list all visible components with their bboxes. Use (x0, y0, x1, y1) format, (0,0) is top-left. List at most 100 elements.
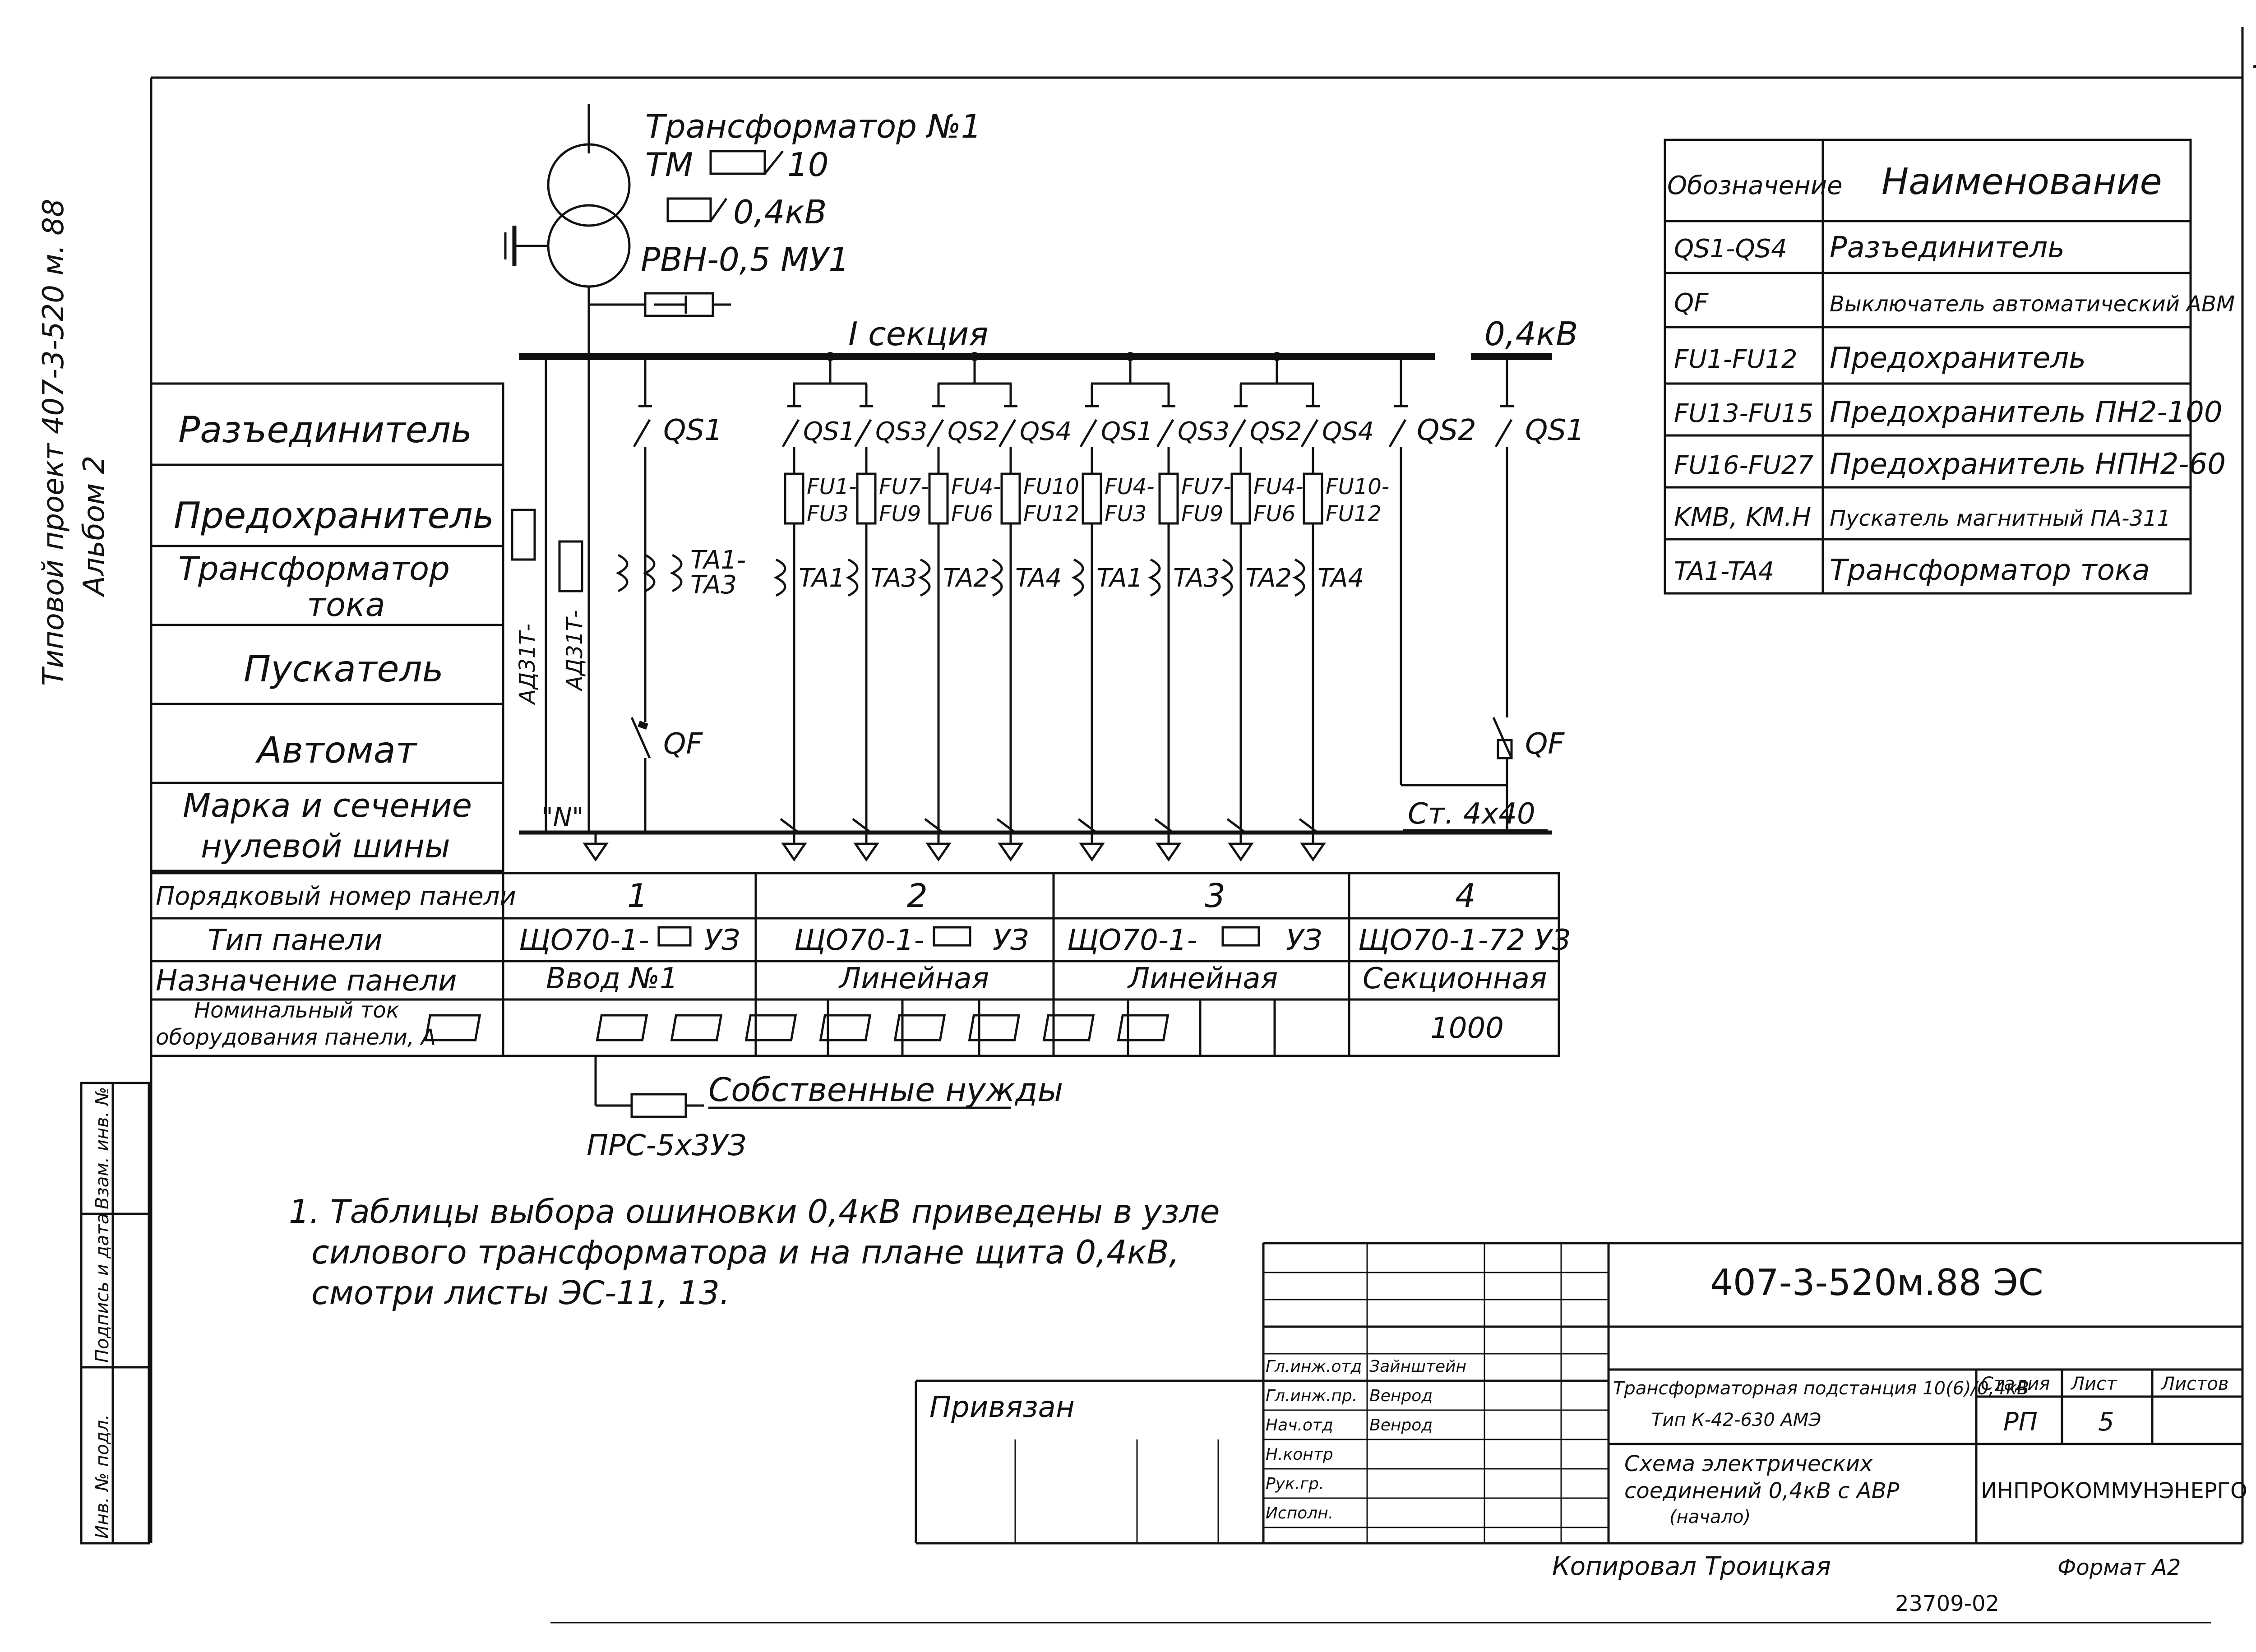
title-role-4: Н.контр (1266, 1445, 1333, 1464)
side-col-1: Взам. инв. № (92, 1087, 113, 1209)
title-name-2: Венрод (1369, 1387, 1433, 1405)
feeder-4-fu-label: FU10 (1023, 474, 1079, 500)
input-qs-label: QS1 (663, 414, 723, 447)
panel-3-type: ЩО70-1- (1067, 924, 1197, 957)
panel-4-purpose: Секционная (1363, 962, 1547, 995)
ground-symbol-6 (1079, 842, 1105, 862)
current-box-5 (893, 1014, 946, 1041)
feeder-2-fu-label: FU7- (879, 474, 929, 500)
feeder-5-fu-label-2: FU3 (1105, 501, 1146, 527)
legend-name-5: Предохранитель НПН2-60 (1830, 448, 2226, 481)
panel-4-type: ЩО70-1-72 УЗ (1358, 924, 1571, 957)
aux-circuit: Собственные нужды ПРС-5х3УЗ (587, 1056, 1063, 1162)
sectional-qs2-label: QS1 (1525, 414, 1585, 447)
transformer-name: Трансформатор №1 (645, 107, 982, 145)
title-stage: РП (2003, 1407, 2038, 1437)
aux-label: Собственные нужды (708, 1071, 1063, 1109)
title-project: Трансформаторная подстанция 10(6)/0,4кВ (1613, 1378, 2029, 1399)
bus-section: I секция (848, 315, 989, 353)
legend-code-6: KMB, KM.H (1674, 503, 1811, 532)
panel-1-type-suffix: УЗ (704, 924, 740, 957)
side-stamp-text-2: Альбом 2 (78, 456, 111, 597)
panel-2-purpose: Линейная (838, 962, 989, 995)
legend-header-code: Обозначение (1667, 171, 1843, 200)
neutral-bar-label: Ст. 4х40 (1408, 797, 1535, 831)
ground-symbol-7 (1156, 842, 1182, 862)
ground-symbol-1 (582, 842, 609, 862)
legend-code-1: QS1-QS4 (1674, 234, 1787, 264)
panel-table: Порядковый номер панели Тип панели Назна… (150, 872, 1571, 1057)
bus-voltage: 0,4кВ (1484, 315, 1578, 353)
note-line-2: силового трансформатора и на плане щита … (311, 1233, 1179, 1271)
title-sheet-title-2: соединений 0,4кВ с АВР (1624, 1478, 1900, 1504)
legend-name-1: Разъединитель (1830, 231, 2065, 264)
feeder-8-ta-label: TA4 (1318, 564, 1364, 593)
feeder-2-qs-label: QS3 (875, 417, 927, 446)
panel-4-number: 4 (1455, 877, 1476, 915)
panel-2-type-suffix: УЗ (993, 924, 1029, 957)
transformer-hv: 10 (787, 146, 829, 184)
title-sheet-title: Схема электрических (1624, 1451, 1873, 1476)
format-label: Формат А2 (2057, 1555, 2181, 1580)
title-code: 407-3-520м.88 ЭС (1710, 1262, 2043, 1304)
feeder-circuits: QS1FU1-FU3TA1QS3FU7-FU9TA3QS2FU4-FU6TA2Q… (582, 352, 1389, 862)
panel-3-purpose: Линейная (1127, 962, 1278, 995)
input-ta-label-2: TA3 (690, 570, 737, 600)
title-sheets-header: Листов (2160, 1374, 2228, 1394)
feeder-7-fu-label-2: FU6 (1253, 501, 1295, 527)
input-qf-label: QF (663, 727, 703, 761)
ground-symbol-9 (1300, 842, 1326, 862)
title-sheet-number: 5 (2098, 1407, 2114, 1437)
transformer-switch: РВН-0,5 МУ1 (641, 241, 849, 278)
feeder-3-qs-label: QS2 (948, 417, 999, 446)
feeder-5-ta-label: TA1 (1096, 564, 1143, 593)
note-line-1: 1. Таблицы выбора ошиновки 0,4кВ приведе… (289, 1193, 1220, 1231)
panel-3-number: 3 (1205, 877, 1225, 915)
table-header-type: Тип панели (208, 924, 383, 957)
side-stamp-text-1: Типовой проект 407-3-520 м. 88 (37, 199, 70, 686)
feeder-1-ta-label: TA1 (799, 564, 845, 593)
row-label-breaker: Автомат (255, 729, 418, 771)
input-ta-label: TA1- (690, 546, 746, 575)
row-label-disconnector: Разъединитель (178, 409, 472, 451)
title-bound: Привязан (929, 1391, 1075, 1424)
side-col-3: Инв. № подл. (92, 1414, 113, 1539)
ad31t-label-1: АД31Т- (515, 624, 540, 705)
ground-symbol-5 (998, 842, 1024, 862)
title-role-2: Гл.инж.пр. (1266, 1387, 1357, 1405)
legend-code-3: FU1-FU12 (1674, 345, 1798, 374)
legend-name-2: Выключатель автоматический АВМ (1830, 292, 2235, 317)
title-stage-header: Стадия (1981, 1374, 2050, 1394)
feeder-8-fu-label: FU10- (1326, 474, 1389, 500)
feeder-7-qs-label: QS2 (1250, 417, 1302, 446)
legend-name-4: Предохранитель ПН2-100 (1830, 396, 2223, 429)
sectional-panel-circuit: QS2 QS1 QF (1388, 356, 1585, 833)
legend-name-7: Трансформатор тока (1830, 554, 2150, 587)
table-header-number: Порядковый номер панели (156, 882, 516, 911)
current-box-7 (1042, 1014, 1095, 1041)
row-label-neutral: Марка и сечение (183, 787, 472, 824)
note-line-3: смотри листы ЭС-11, 13. (311, 1274, 730, 1312)
busbar-marks: АД31Т- АД31Т- (511, 509, 587, 705)
feeder-3-fu-label-2: FU6 (951, 501, 993, 527)
legend-name-6: Пускатель магнитный ПА-311 (1830, 506, 2171, 531)
feeder-4-fu-label-2: FU12 (1023, 501, 1079, 527)
legend-name-3: Предохранитель (1830, 342, 2086, 375)
current-box-3 (744, 1014, 797, 1041)
ground-symbol-2 (781, 842, 807, 862)
panel-2-type: ЩО70-1- (794, 924, 925, 957)
feeder-5-qs-label: QS1 (1101, 417, 1153, 446)
feeder-1-fu-label-2: FU3 (807, 501, 849, 527)
feeder-8-qs-label: QS4 (1322, 417, 1374, 446)
transformer-model: ТМ (645, 146, 693, 184)
row-label-ct-2: тока (307, 586, 385, 624)
current-box-8 (1117, 1014, 1170, 1041)
current-box-1 (596, 1014, 648, 1041)
title-role-3: Нач.отд (1266, 1416, 1333, 1435)
current-box-4 (819, 1014, 872, 1041)
feeder-2-ta-label: TA3 (871, 564, 917, 593)
feeder-3-ta-label: TA2 (943, 564, 989, 593)
